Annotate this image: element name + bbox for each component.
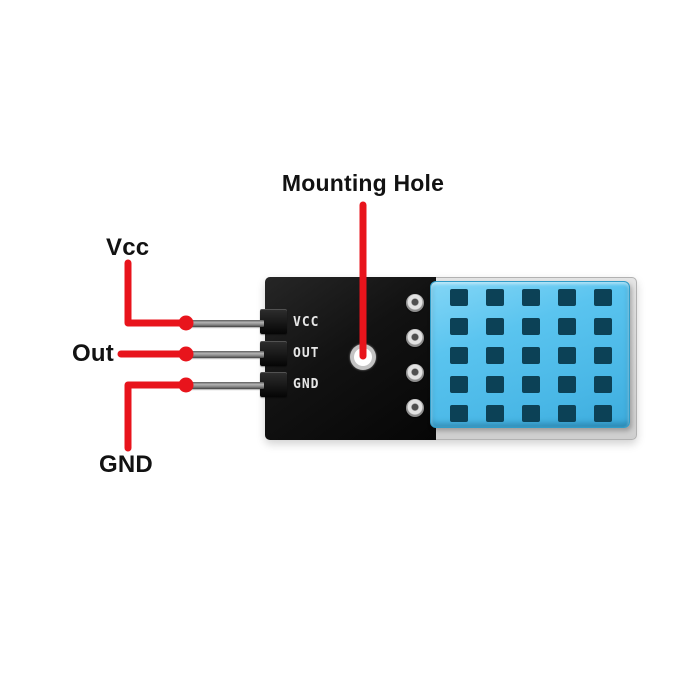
gnd-label: GND (99, 451, 153, 478)
pin-header-block-vcc (260, 309, 287, 334)
silkscreen-gnd: GND (293, 377, 320, 392)
solder-pad (406, 329, 424, 347)
silkscreen-out: OUT (293, 346, 320, 361)
sensor-vent-holes (450, 289, 612, 422)
out-pin (182, 351, 264, 358)
solder-pad (406, 399, 424, 417)
mounting-hole-bore (354, 348, 372, 366)
vcc-label: Vcc (106, 234, 150, 261)
sensor-vent-grid (450, 289, 612, 422)
gnd-pin (182, 382, 264, 389)
solder-pad (406, 364, 424, 382)
vcc-callout-line (124, 259, 187, 327)
silkscreen-vcc: VCC (293, 315, 320, 330)
dht11-sensor-body (430, 281, 630, 428)
pin-header-block-gnd (260, 372, 287, 397)
gnd-callout-line (124, 381, 187, 452)
mounting-hole-label: Mounting Hole (281, 170, 445, 196)
mounting-hole (350, 344, 376, 370)
pin-header-block-out (260, 341, 287, 366)
vcc-pin (182, 320, 264, 327)
out-label: Out (72, 340, 114, 367)
solder-pad (406, 294, 424, 312)
